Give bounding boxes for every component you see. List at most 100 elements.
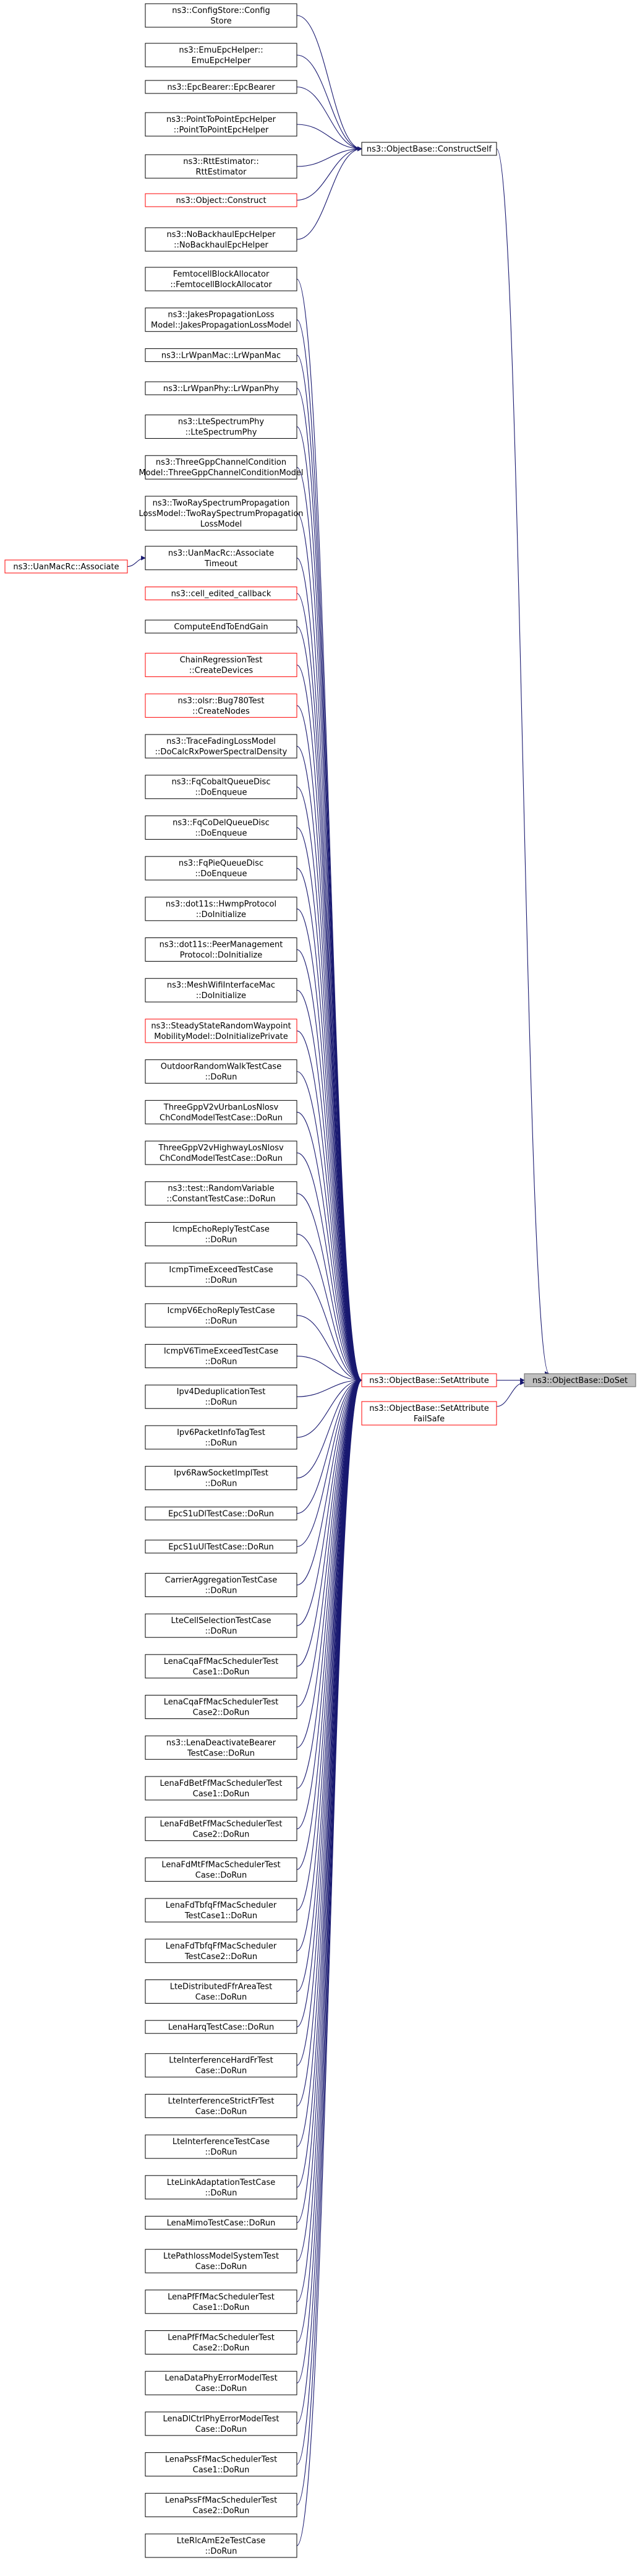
node-label: ns3::MeshWifiInterfaceMac xyxy=(167,981,275,990)
node-ns3-objectbase-doset[interactable]: ns3::ObjectBase::DoSet xyxy=(524,1373,636,1387)
node-threegppv2vurbanlosnlosv-chcondmodeltestcase-dorun[interactable]: ThreeGppV2vUrbanLosNlosvChCondModelTestC… xyxy=(145,1100,297,1124)
node-label: LenaPfFfMacSchedulerTest xyxy=(168,2293,275,2302)
node-label: LenaPfFfMacSchedulerTest xyxy=(168,2333,275,2343)
node-label: LossModel::TwoRaySpectrumPropagation xyxy=(139,509,303,519)
node-lterlcame2etestcase-dorun[interactable]: LteRlcAmE2eTestCase::DoRun xyxy=(145,2533,297,2558)
node-box xyxy=(4,559,128,574)
node-chainregressiontest-createdevices[interactable]: ChainRegressionTest::CreateDevices xyxy=(145,653,297,678)
node-ns3-fqpiequeuedisc-doenqueue[interactable]: ns3::FqPieQueueDisc::DoEnqueue xyxy=(145,856,297,881)
node-ns3-objectbase-constructself[interactable]: ns3::ObjectBase::ConstructSelf xyxy=(361,142,497,156)
node-box xyxy=(145,586,297,600)
node-label: LtePathlossModelSystemTest xyxy=(163,2252,279,2261)
node-epcs1udltestcase-dorun[interactable]: EpcS1uDlTestCase::DoRun xyxy=(145,1506,297,1520)
node-ns3-tworayspectrumpropagation-lossmodel-tworayspectrumpropagation-lossmodel[interactable]: ns3::TwoRaySpectrumPropagationLossModel:… xyxy=(139,496,304,531)
node-label: TestCase2::DoRun xyxy=(184,1952,257,1962)
node-icmpechoreplytestcase-dorun[interactable]: IcmpEchoReplyTestCase::DoRun xyxy=(145,1221,297,1246)
node-threegppv2vhighwaylosnlosv-chcondmodeltestcase-dorun[interactable]: ThreeGppV2vHighwayLosNlosvChCondModelTes… xyxy=(145,1140,297,1165)
node-ns3-test-randomvariable-constanttestcase-dorun[interactable]: ns3::test::RandomVariable::ConstantTestC… xyxy=(145,1181,297,1206)
node-ns3-rttestimator-rttestimator[interactable]: ns3::RttEstimator::RttEstimator xyxy=(145,154,297,179)
node-ns3-objectbase-setattribute[interactable]: ns3::ObjectBase::SetAttribute xyxy=(361,1373,497,1387)
node-label: ns3::dot11s::PeerManagement xyxy=(160,941,283,950)
node-label: IcmpTimeExceedTestCase xyxy=(169,1265,273,1275)
node-label: ns3::LteSpectrumPhy xyxy=(178,418,264,427)
node-lenamimotestcase-dorun[interactable]: LenaMimoTestCase::DoRun xyxy=(145,2216,297,2230)
node-ns3-epcbearer-epcbearer[interactable]: ns3::EpcBearer::EpcBearer xyxy=(145,80,297,94)
node-ns3-emuepchelper-emuepchelper[interactable]: ns3::EmuEpcHelper::EmuEpcHelper xyxy=(145,43,297,67)
node-ns3-tracefadinglossmodel-docalcrxpowerspectraldensity[interactable]: ns3::TraceFadingLossModel::DoCalcRxPower… xyxy=(145,734,297,759)
node-ns3-olsr-bug780test-createnodes[interactable]: ns3::olsr::Bug780Test::CreateNodes xyxy=(145,693,297,718)
node-box xyxy=(145,856,297,881)
node-ltelinkadaptationtestcase-dorun[interactable]: LteLinkAdaptationTestCase::DoRun xyxy=(145,2175,297,2200)
node-label: MobilityModel::DoInitializePrivate xyxy=(154,1032,288,1041)
node-ipv6packetinfotagtest-dorun[interactable]: Ipv6PacketInfoTagTest::DoRun xyxy=(145,1425,297,1450)
node-ipv6rawsocketimpltest-dorun[interactable]: Ipv6RawSocketImplTest::DoRun xyxy=(145,1466,297,1491)
node-lenaharqtestcase-dorun[interactable]: LenaHarqTestCase::DoRun xyxy=(145,2020,297,2034)
node-computeendtoendgain[interactable]: ComputeEndToEndGain xyxy=(145,619,297,634)
node-label: ns3::test::RandomVariable xyxy=(168,1184,274,1194)
node-ns3-fqcodelqueuedisc-doenqueue[interactable]: ns3::FqCoDelQueueDisc::DoEnqueue xyxy=(145,815,297,840)
node-ipv4deduplicationtest-dorun[interactable]: Ipv4DeduplicationTest::DoRun xyxy=(145,1384,297,1409)
edge-construct-4 xyxy=(296,146,362,167)
edge-setattribute-3 xyxy=(296,387,362,1383)
node-box xyxy=(145,3,297,28)
node-box xyxy=(145,112,297,137)
node-label: Ipv6RawSocketImplTest xyxy=(174,1469,268,1478)
node-outdoorrandomwalktestcase-dorun[interactable]: OutdoorRandomWalkTestCase::DoRun xyxy=(145,1059,297,1084)
node-ns3-fqcobaltqueuedisc-doenqueue[interactable]: ns3::FqCobaltQueueDisc::DoEnqueue xyxy=(145,775,297,799)
node-box xyxy=(145,2330,297,2355)
node-label: ns3::ObjectBase::ConstructSelf xyxy=(367,145,492,154)
node-ns3-meshwifiinterfacemac-doinitialize[interactable]: ns3::MeshWifiInterfaceMac::DoInitialize xyxy=(145,978,297,1002)
node-ns3-dot11s-peermanagement-protocol-doinitialize[interactable]: ns3::dot11s::PeerManagementProtocol::DoI… xyxy=(145,937,297,962)
edge-setattribute-51 xyxy=(296,1377,362,2302)
node-label: ::DoInitialize xyxy=(196,910,246,920)
node-icmptimeexceedtestcase-dorun[interactable]: IcmpTimeExceedTestCase::DoRun xyxy=(145,1262,297,1287)
node-ns3-pointtopointepchelper-pointtopointepchelper[interactable]: ns3::PointToPointEpcHelper::PointToPoint… xyxy=(145,112,297,137)
node-ns3-lrwpanmac-lrwpanmac[interactable]: ns3::LrWpanMac::LrWpanMac xyxy=(145,348,297,362)
node-ns3-configstore-config-store[interactable]: ns3::ConfigStore::ConfigStore xyxy=(145,3,297,28)
node-femtocellblockallocator-femtocellblockallocator[interactable]: FemtocellBlockAllocator::FemtocellBlockA… xyxy=(145,267,297,291)
node-lteinterferencetestcase-dorun[interactable]: LteInterferenceTestCase::DoRun xyxy=(145,2134,297,2159)
node-epcs1uultestcase-dorun[interactable]: EpcS1uUlTestCase::DoRun xyxy=(145,1540,297,1554)
node-ltecellselectiontestcase-dorun[interactable]: LteCellSelectionTestCase::DoRun xyxy=(145,1613,297,1638)
node-label: LenaPssFfMacSchedulerTest xyxy=(165,2496,277,2505)
node-ns3-uanmacrc-associate[interactable]: ns3::UanMacRc::Associate xyxy=(4,559,128,574)
node-label: ::LteSpectrumPhy xyxy=(186,428,257,437)
node-ns3-nobackhaulepchelper-nobackhaulepchelper[interactable]: ns3::NoBackhaulEpcHelper::NoBackhaulEpcH… xyxy=(145,227,297,252)
edge-setattribute-47 xyxy=(296,1377,362,2147)
node-ns3-object-construct[interactable]: ns3::Object::Construct xyxy=(145,193,297,207)
node-ns3-lrwpanphy-lrwpanphy[interactable]: ns3::LrWpanPhy::LrWpanPhy xyxy=(145,381,297,395)
node-label: FemtocellBlockAllocator xyxy=(173,270,270,279)
node-carrieraggregationtestcase-dorun[interactable]: CarrierAggregationTestCase::DoRun xyxy=(145,1572,297,1597)
node-ns3-threegppchannelcondition-model-threegppchannelconditionmodel[interactable]: ns3::ThreeGppChannelConditionModel::Thre… xyxy=(139,455,304,480)
node-ns3-dot11s-hwmpprotocol-doinitialize[interactable]: ns3::dot11s::HwmpProtocol::DoInitialize xyxy=(145,897,297,921)
node-ns3-jakespropagationloss-model-jakespropagationlossmodel[interactable]: ns3::JakesPropagationLossModel::JakesPro… xyxy=(145,308,297,332)
node-ns3-ltespectrumphy-ltespectrumphy[interactable]: ns3::LteSpectrumPhy::LteSpectrumPhy xyxy=(145,415,297,439)
edge-setattribute-4 xyxy=(296,426,362,1383)
node-ns3-steadystaterandomwaypoint-mobilitymodel-doinitializeprivate[interactable]: ns3::SteadyStateRandomWaypointMobilityMo… xyxy=(145,1019,297,1043)
node-icmpv6timeexceedtestcase-dorun[interactable]: IcmpV6TimeExceedTestCase::DoRun xyxy=(145,1344,297,1369)
node-label: LteLinkAdaptationTestCase xyxy=(167,2178,275,2187)
node-icmpv6echoreplytestcase-dorun[interactable]: IcmpV6EchoReplyTestCase::DoRun xyxy=(145,1303,297,1328)
node-label: LteInterferenceStrictFrTest xyxy=(168,2096,275,2106)
node-ns3-cell-edited-callback[interactable]: ns3::cell_edited_callback xyxy=(145,586,297,600)
